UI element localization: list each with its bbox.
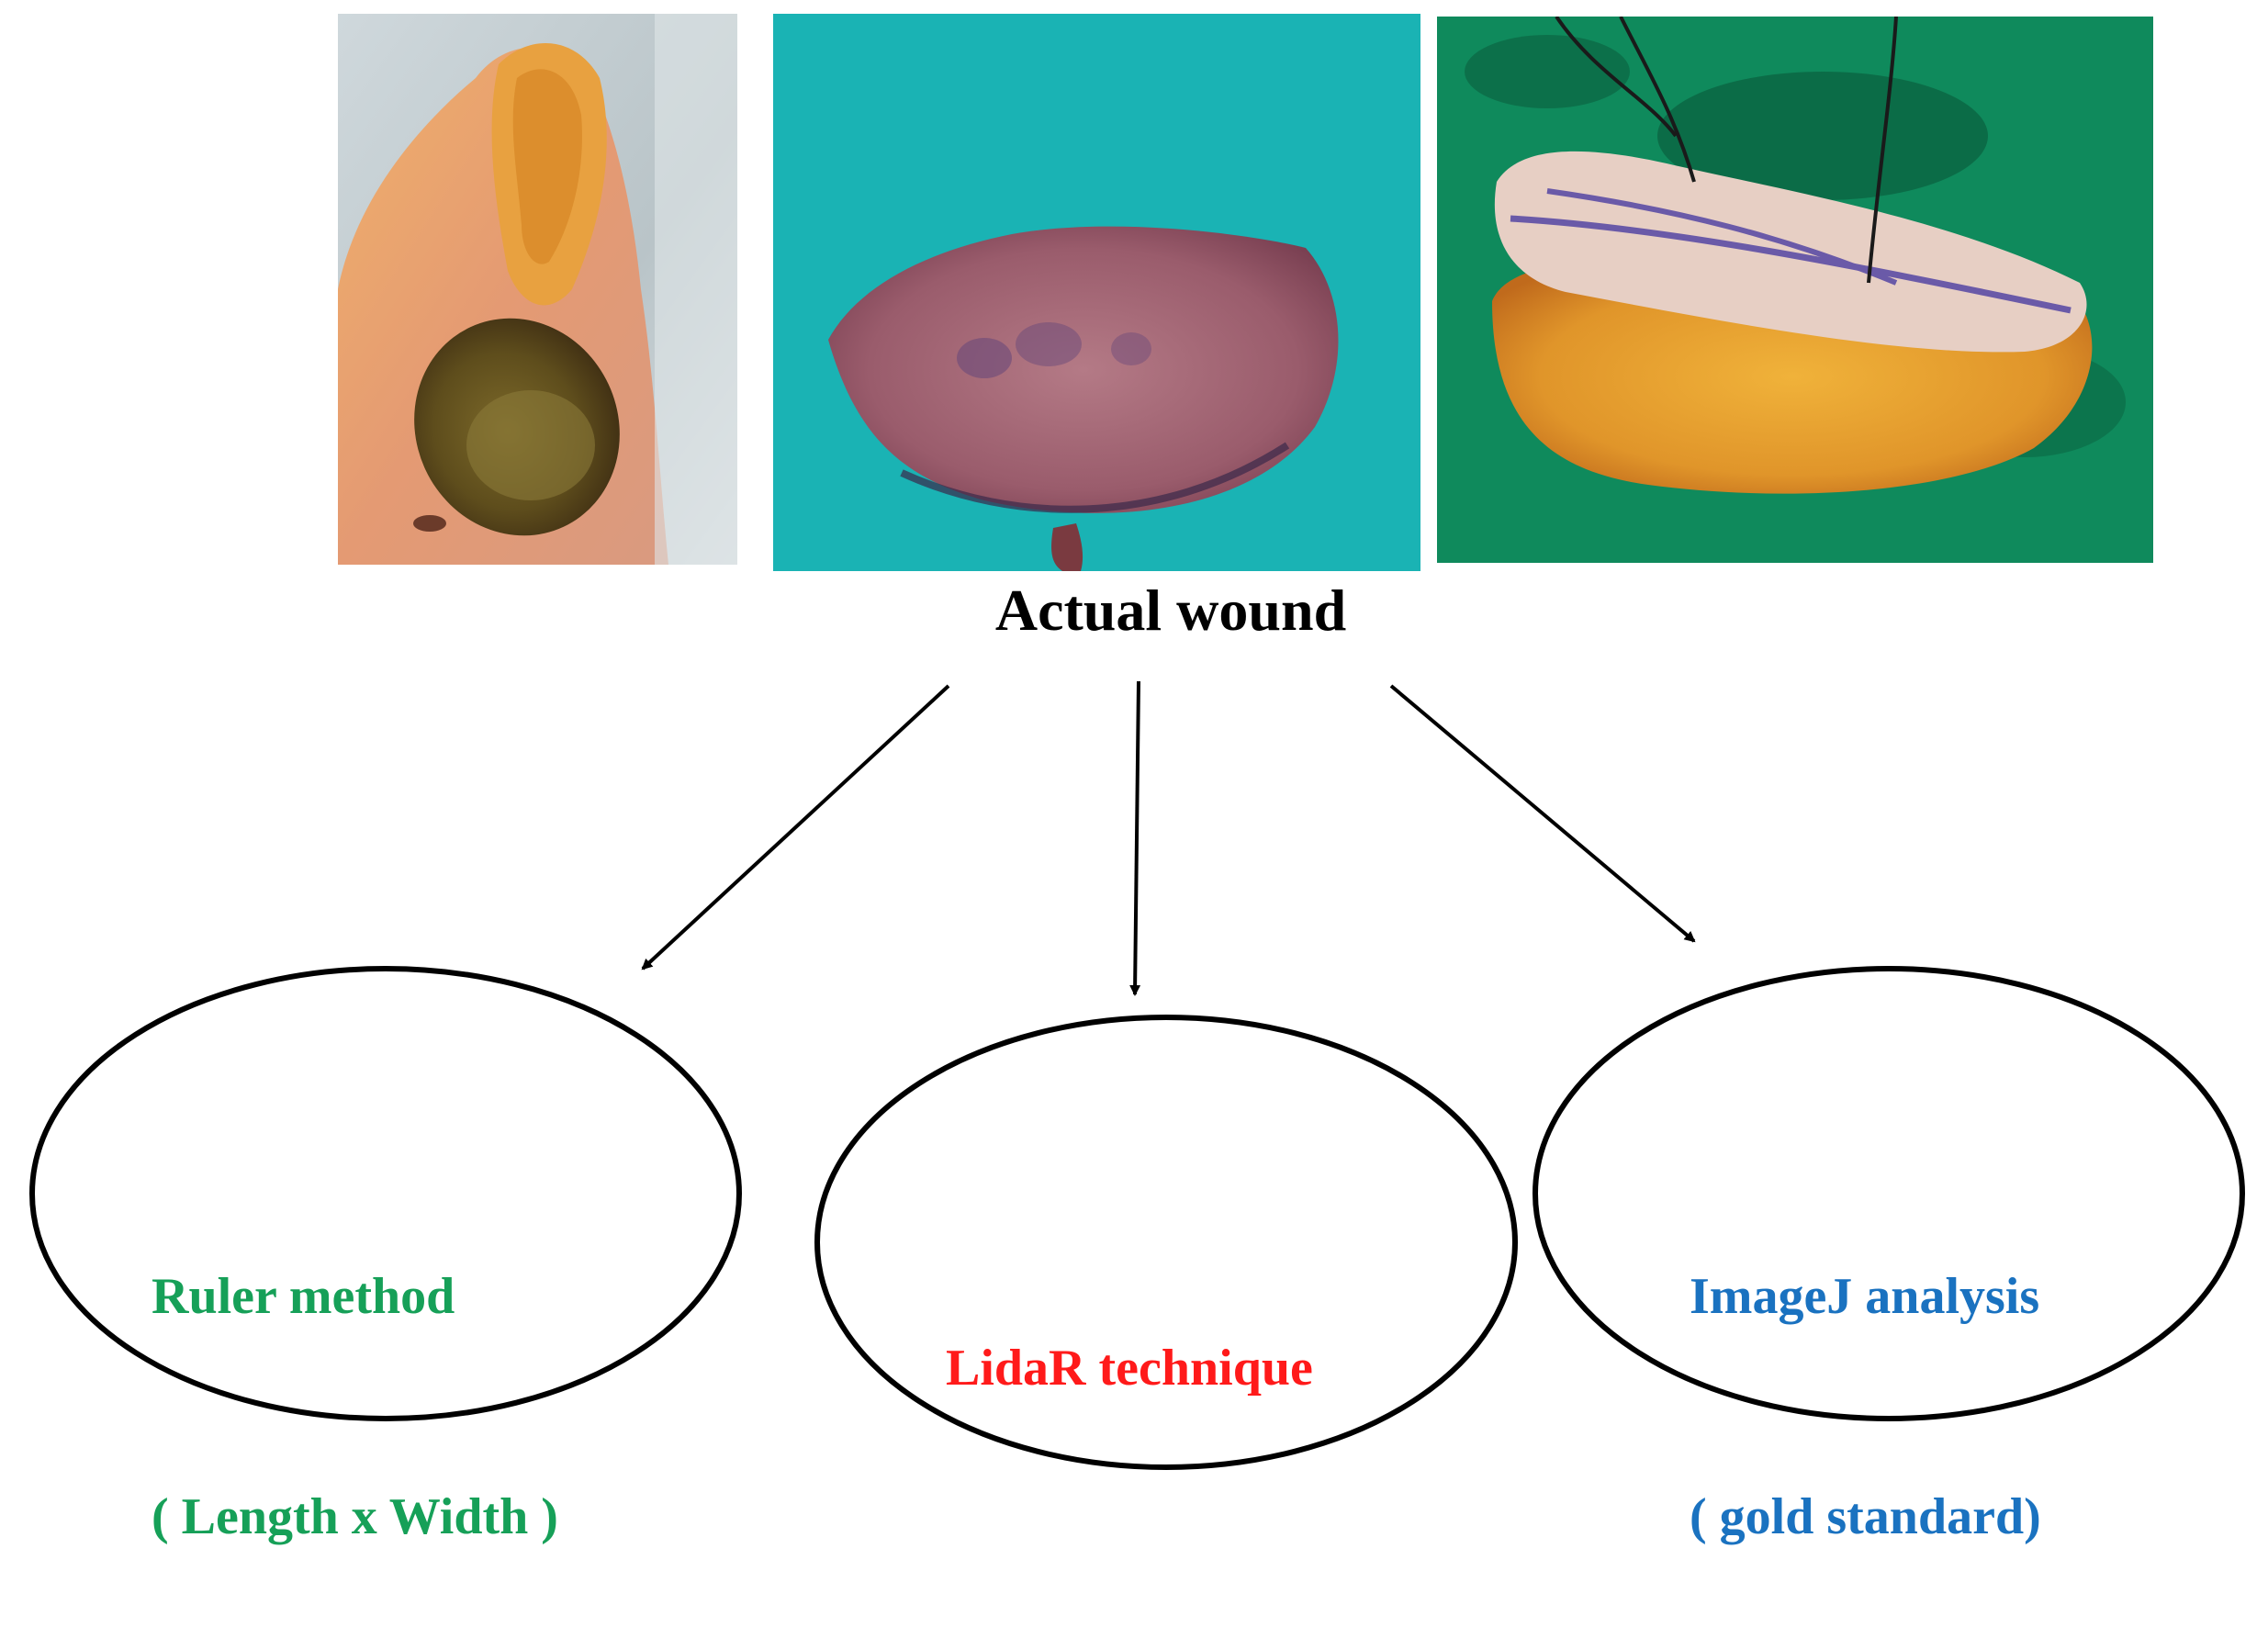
- excised-tissue-photo: [1437, 17, 2153, 563]
- lidar-technique-title: LidaR technique: [946, 1340, 1313, 1397]
- imagej-analysis-label: ImageJ analysis ( gold standard): [1690, 1113, 2041, 1627]
- imagej-analysis-subtitle: ( gold standard): [1690, 1488, 2041, 1545]
- ruler-method-label: Ruler method ( Length x Width ): [152, 1113, 558, 1627]
- lidar-technique-label: LidaR technique: [946, 1184, 1313, 1478]
- excised-skin-photo: [773, 14, 1420, 571]
- arrow-to-lidar: [1129, 680, 1141, 996]
- toe-wound-photo: [338, 14, 737, 565]
- diagram-title: Actual wound: [994, 578, 1347, 643]
- arrow-to-ruler: [641, 684, 950, 971]
- ruler-method-title: Ruler method: [152, 1268, 455, 1325]
- arrow-to-imagej: [1389, 684, 1696, 943]
- ruler-method-subtitle: ( Length x Width ): [152, 1488, 558, 1545]
- imagej-analysis-title: ImageJ analysis: [1690, 1268, 2040, 1325]
